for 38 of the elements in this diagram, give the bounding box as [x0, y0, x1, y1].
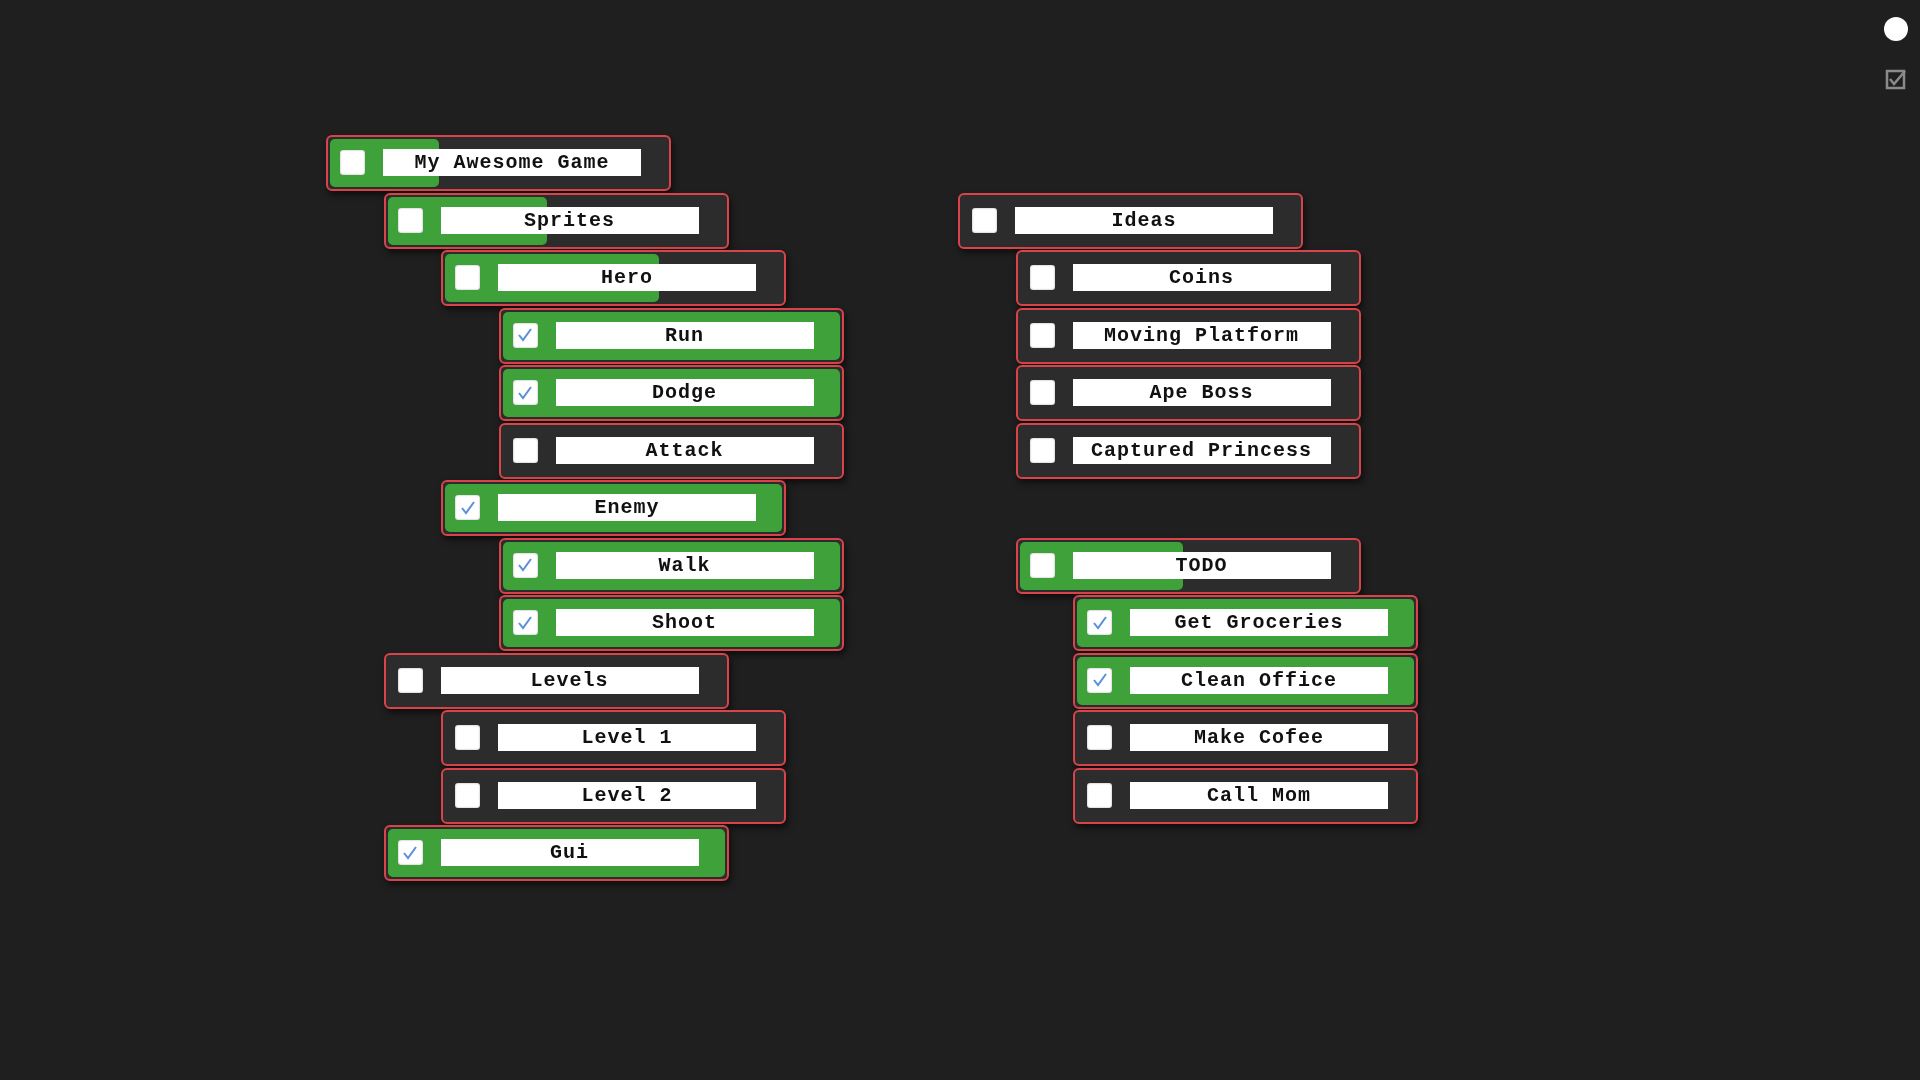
- task-name-field: Sprites: [440, 206, 699, 234]
- task-name-field: Ideas: [1015, 206, 1273, 234]
- task-row: [441, 767, 786, 824]
- task-row: [1073, 767, 1418, 824]
- task-name-field: Shoot: [555, 609, 814, 636]
- task-name-field: Attack: [555, 436, 814, 464]
- task-row: [383, 652, 729, 709]
- task-row: [441, 710, 786, 766]
- task-name-field: Captured Princess: [1072, 436, 1331, 464]
- task-name-field: Walk: [555, 551, 814, 579]
- task-row: [1073, 710, 1418, 766]
- task-name-field: Moving Platform: [1072, 321, 1331, 349]
- task-name-field: Enemy: [498, 494, 756, 521]
- task-name-field: Clean Office: [1130, 666, 1388, 694]
- task-name-field: Coins: [1072, 264, 1331, 291]
- task-row: [1015, 365, 1361, 421]
- task-name-field: Make Cofee: [1130, 724, 1388, 751]
- task-name-field: Level 2: [498, 781, 756, 809]
- task-name-field: Levels: [440, 666, 699, 694]
- task-row: [441, 250, 786, 306]
- task-name-field: Level 1: [498, 724, 756, 751]
- task-name-field: Hero: [498, 264, 756, 291]
- task-name-field: Get Groceries: [1130, 609, 1388, 636]
- task-name-field: Dodge: [555, 379, 814, 406]
- task-name-field: Call Mom: [1130, 781, 1388, 809]
- task-row: [383, 192, 729, 249]
- task-name-field: Run: [555, 321, 814, 349]
- task-row: [498, 422, 844, 479]
- task-row: [1015, 307, 1361, 364]
- task-name-field: Gui: [440, 839, 699, 866]
- task-row: [1015, 422, 1361, 479]
- task-row: [326, 135, 671, 191]
- task-row: [1015, 250, 1361, 306]
- task-row: [1015, 537, 1361, 594]
- task-row: [958, 192, 1303, 249]
- task-name-field: TODO: [1072, 551, 1331, 579]
- task-name-field: Ape Boss: [1072, 379, 1331, 406]
- task-name-field: My Awesome Game: [383, 149, 641, 176]
